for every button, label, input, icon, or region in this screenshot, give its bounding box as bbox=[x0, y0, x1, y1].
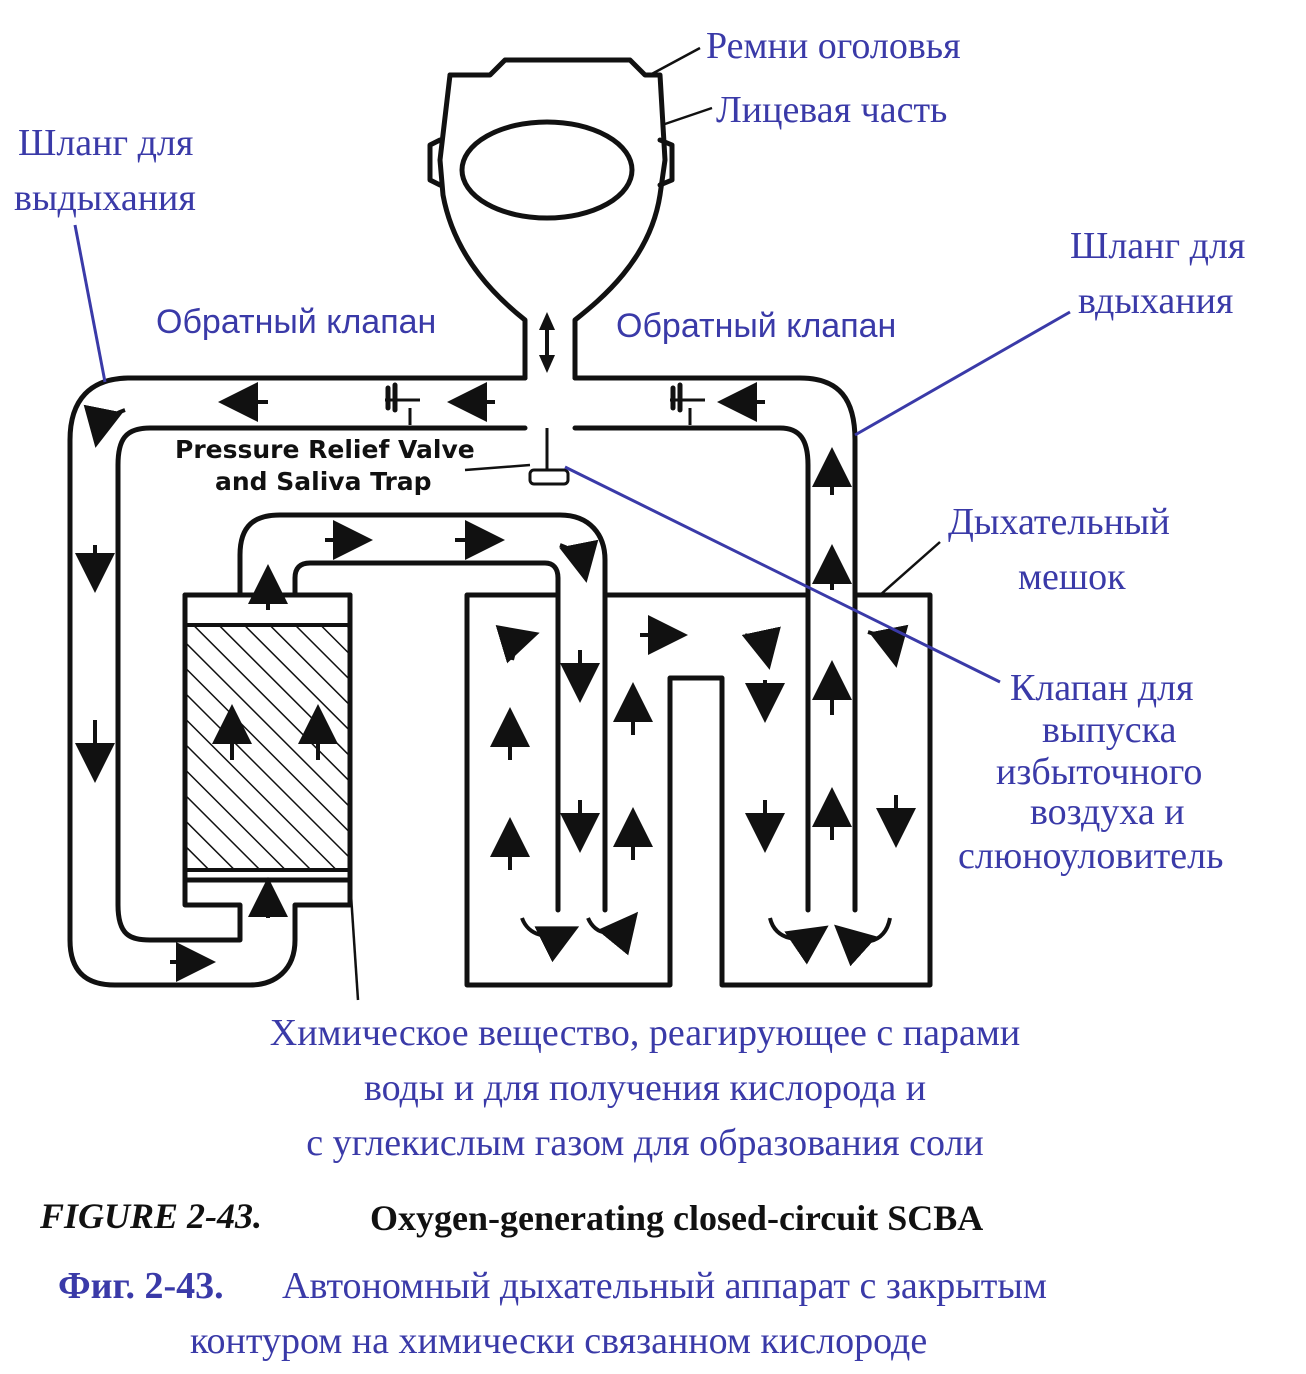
figure-caption: FIGURE 2-43. Oxygen-generating closed-ci… bbox=[39, 1196, 1047, 1362]
flow-arrows bbox=[75, 382, 916, 982]
caption-en-figure: FIGURE 2-43. bbox=[39, 1196, 262, 1236]
chemical-label-1: Химическое вещество, реагирующее с парам… bbox=[270, 1012, 1020, 1054]
tubing-loop bbox=[67, 375, 858, 988]
head-straps-label: Ремни оголовья bbox=[706, 25, 961, 67]
breathing-bag bbox=[464, 592, 933, 988]
facepiece-label: Лицевая часть bbox=[716, 89, 947, 131]
facepiece-shape bbox=[427, 57, 675, 381]
pressure-relief-valve-icon bbox=[528, 428, 570, 486]
relief-valve-label-5: слюноуловитель bbox=[958, 835, 1223, 877]
pressure-relief-en-label-2: and Saliva Trap bbox=[215, 467, 432, 496]
relief-valve-label-2: выпуска bbox=[1042, 709, 1177, 751]
labels: Ремни оголовья Лицевая часть Шланг для в… bbox=[14, 25, 1245, 1164]
breathing-bag-label-1: Дыхательный bbox=[948, 501, 1170, 543]
double-arrow-icon bbox=[539, 312, 555, 373]
caption-ru-figure: Фиг. 2-43. bbox=[58, 1265, 224, 1307]
caption-en-title: Oxygen-generating closed-circuit SCBA bbox=[370, 1198, 983, 1238]
leader-lines bbox=[73, 46, 1071, 1001]
caption-ru-title-2: контуром на химически связанном кислород… bbox=[190, 1320, 927, 1362]
relief-valve-label-3: избыточного bbox=[996, 751, 1202, 793]
check-valve-right-icon bbox=[670, 382, 705, 425]
exhale-hose-label-2: выдыхания bbox=[14, 177, 196, 219]
inhale-hose-label-2: вдыхания bbox=[1078, 280, 1233, 322]
pressure-relief-en-label-1: Pressure Relief Valve bbox=[175, 435, 475, 464]
inhale-hose-label-1: Шланг для bbox=[1070, 225, 1245, 267]
caption-ru-title-1: Автономный дыхательный аппарат с закрыты… bbox=[282, 1265, 1047, 1307]
chemical-canister bbox=[182, 512, 608, 913]
check-valve-left-label: Обратный клапан bbox=[156, 303, 436, 341]
relief-valve-label-1: Клапан для bbox=[1010, 667, 1194, 709]
check-valve-right-label: Обратный клапан bbox=[616, 307, 896, 345]
chemical-label-2: воды и для получения кислорода и bbox=[364, 1067, 926, 1109]
relief-valve-label-4: воздуха и bbox=[1030, 791, 1185, 833]
breathing-bag-label-2: мешок bbox=[1018, 556, 1126, 598]
exhale-hose-label-1: Шланг для bbox=[18, 122, 193, 164]
chemical-label-3: с углекислым газом для образования соли bbox=[306, 1122, 984, 1164]
check-valve-left-icon bbox=[385, 382, 420, 425]
